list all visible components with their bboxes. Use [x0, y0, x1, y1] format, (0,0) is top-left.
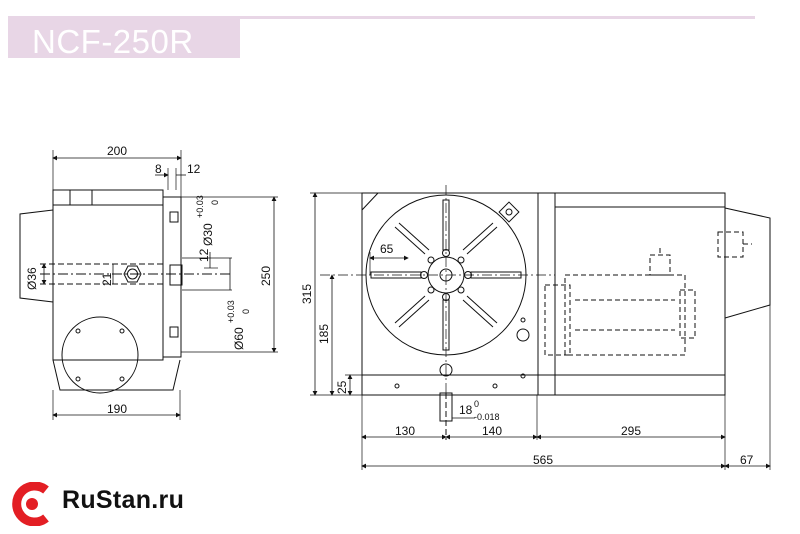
table-bolt-hole: [427, 256, 435, 264]
side-round-cover: [61, 316, 139, 394]
dim-12-top: 12: [187, 162, 201, 176]
front-side-plate: [537, 192, 556, 396]
dim-8: 8: [155, 162, 162, 176]
dim-185: 185: [317, 324, 331, 344]
dim-d30-tol-low: 0: [210, 200, 220, 205]
dim-12-mid: 12: [197, 248, 211, 262]
side-slot-bottom: [169, 326, 179, 338]
dim-190: 190: [107, 402, 127, 416]
dim-295: 295: [621, 424, 641, 438]
side-base: [52, 359, 181, 391]
dim-65: 65: [380, 242, 394, 256]
side-cover-screw: [119, 376, 125, 382]
dim-18-tol-up: 0: [474, 399, 479, 409]
dim-250: 250: [259, 266, 273, 286]
dim-d30-tol-up: +0.03: [195, 195, 205, 218]
side-slot-top: [169, 211, 179, 223]
title-box: NCF-250R: [8, 18, 240, 60]
brand-logo[interactable]: RuStan.ru: [10, 482, 220, 526]
table-bolt-hole: [457, 256, 465, 264]
side-cover-screw: [75, 376, 81, 382]
dim-d60-tol-low: 0: [241, 309, 251, 314]
front-table-body: [361, 192, 556, 396]
motor-internal: [544, 231, 752, 356]
dim-d60: Ø60: [232, 327, 246, 350]
page-title: NCF-250R: [32, 23, 194, 60]
side-hex-nut: [123, 265, 142, 283]
dim-d36: Ø36: [25, 267, 39, 290]
side-cover-screw: [75, 328, 81, 334]
motor-housing: [554, 192, 726, 396]
front-key-circle: [439, 363, 453, 377]
dim-d30: Ø30: [201, 223, 215, 246]
logo-text: RuStan.ru: [62, 486, 185, 514]
side-hex-bore: [127, 268, 138, 280]
dim-25: 25: [335, 380, 349, 394]
front-clamp-block: [498, 201, 520, 223]
side-spindle-nose: [169, 264, 183, 286]
motor-end-cover: [724, 207, 771, 319]
dim-67: 67: [740, 453, 754, 467]
dim-565: 565: [533, 453, 553, 467]
dim-315: 315: [300, 284, 314, 304]
table-bolt-hole: [457, 286, 465, 294]
side-cover-screw: [119, 328, 125, 334]
side-motor-housing: [19, 209, 54, 303]
side-top-pocket: [69, 189, 93, 206]
table-bolt-hole: [427, 286, 435, 294]
dim-18-tol-low: -0.018: [474, 412, 500, 422]
dim-21: 21: [100, 272, 114, 286]
side-view: [19, 150, 278, 420]
logo-c-icon: [12, 482, 49, 526]
title-underline: [8, 16, 755, 19]
front-coolant-port: [516, 328, 530, 342]
dim-200: 200: [107, 144, 127, 158]
side-faceplate: [162, 196, 182, 358]
dim-140: 140: [482, 424, 502, 438]
title-band: NCF-250R: [8, 16, 755, 60]
front-view: [310, 185, 771, 470]
dim-130: 130: [395, 424, 415, 438]
dim-d60-tol-up: +0.03: [226, 300, 236, 323]
dim-18: 18: [459, 403, 473, 417]
